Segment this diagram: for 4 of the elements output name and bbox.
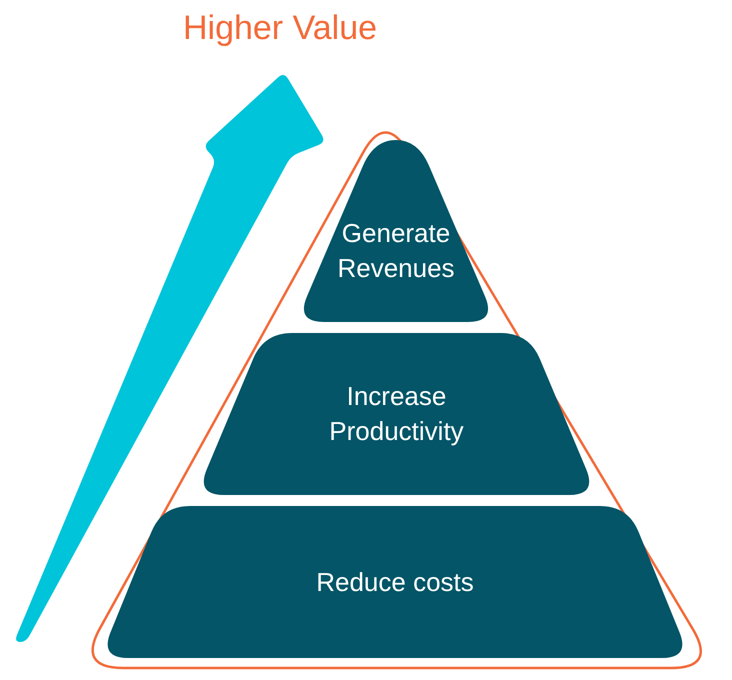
title: Higher Value xyxy=(182,8,378,49)
tier-label: Generate Revenues xyxy=(336,217,456,285)
tier-label: Reduce costs xyxy=(316,566,474,598)
tier-label: Increase Productivity xyxy=(328,380,465,448)
